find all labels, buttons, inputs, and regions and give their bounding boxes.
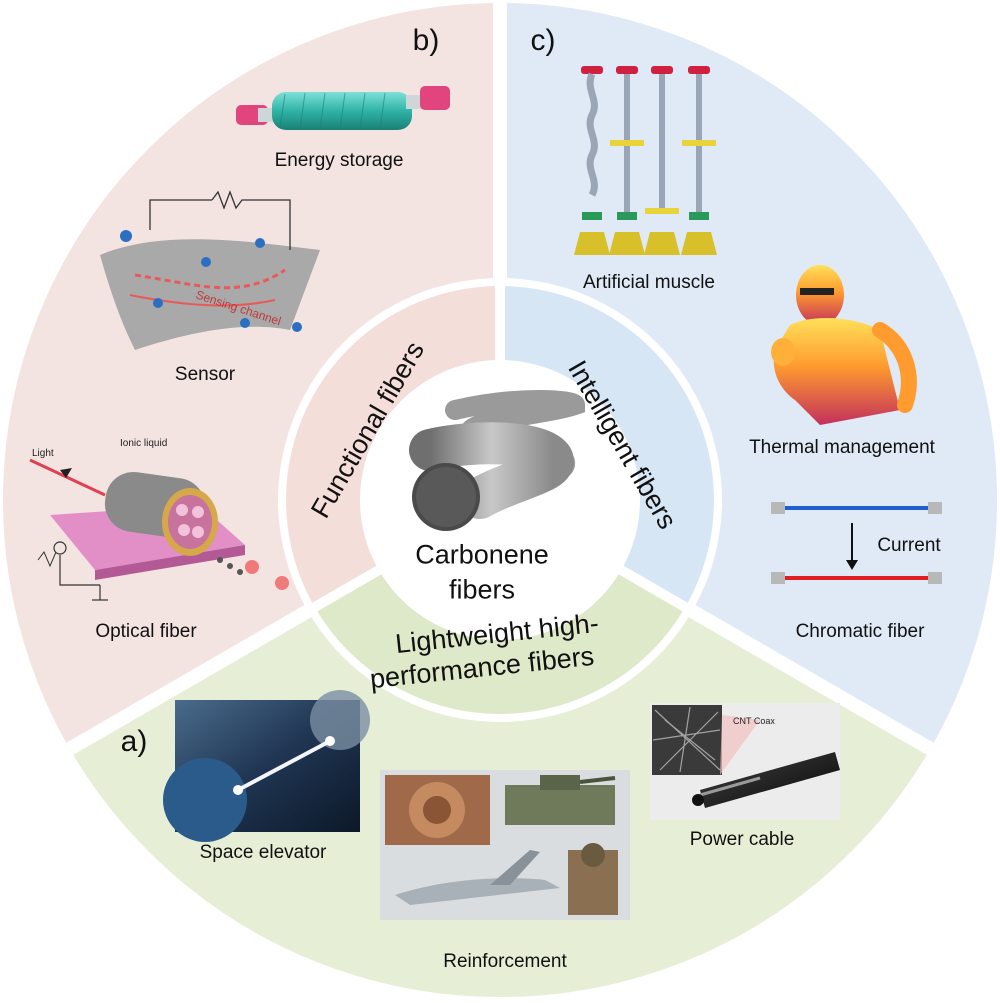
label-optical-fiber: Optical fiber [95, 621, 197, 642]
section-b-letter: b) [412, 24, 440, 57]
label-sensor: Sensor [174, 364, 236, 385]
label-ionic-liquid: Ionic liquid [120, 438, 168, 449]
label-thermal-management: Thermal management [749, 437, 935, 458]
label-artificial-muscle: Artificial muscle [583, 272, 715, 293]
reinforcement-illustration [380, 770, 630, 920]
label-space-elevator: Space elevator [199, 842, 327, 863]
energy-storage-illustration [236, 86, 450, 130]
label-reinforcement: Reinforcement [443, 951, 567, 972]
label-power-cable: Power cable [689, 829, 795, 850]
thermal-person-illustration [771, 265, 917, 425]
label-chromatic-fiber: Chromatic fiber [795, 621, 925, 642]
section-c-letter: c) [530, 24, 556, 57]
optical-fiber-illustration [29, 458, 289, 601]
center-title-line1: Carbonene [415, 539, 549, 570]
chromatic-fiber-illustration [771, 502, 942, 584]
label-light: Light [32, 448, 54, 459]
carbonene-fiber-illustration [409, 390, 586, 531]
label-cnt-coax: CNT Coax [733, 716, 775, 726]
label-current: Current [877, 535, 941, 556]
power-cable-illustration [650, 703, 840, 820]
artificial-muscle-illustration [574, 66, 717, 255]
section-a-letter: a) [120, 725, 148, 758]
label-energy-storage: Energy storage [274, 150, 404, 171]
space-elevator-illustration [163, 690, 370, 842]
center-title-line2: fibers [448, 574, 516, 605]
sensor-illustration: Sensing channel [100, 190, 320, 350]
